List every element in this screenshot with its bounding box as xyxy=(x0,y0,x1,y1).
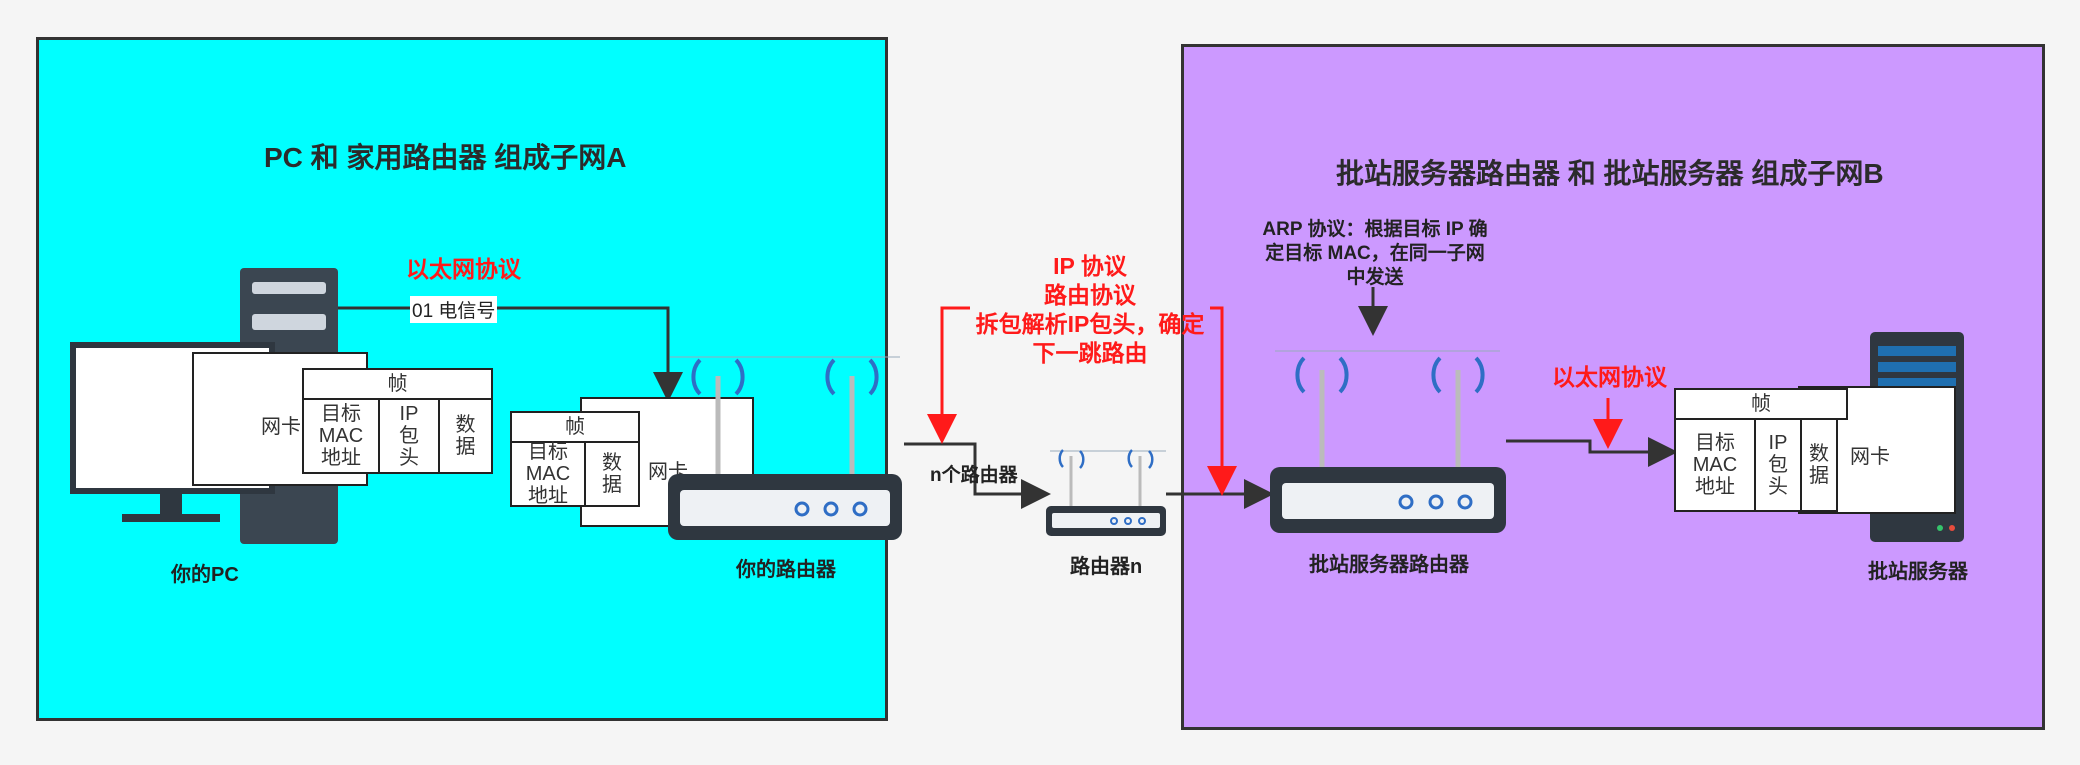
pc-frame-data: 数据 xyxy=(438,398,493,474)
ip-protocol-line-3: 拆包解析IP包头，确定 xyxy=(975,311,1205,337)
router-frame-data: 数据 xyxy=(584,441,640,507)
router-n-label: 路由器n xyxy=(1070,556,1143,578)
link-home-to-routern xyxy=(904,442,1051,509)
link-serverrouter-to-server xyxy=(1506,437,1678,467)
ip-bracket-left xyxy=(927,306,970,444)
server-frame-ip: IP包头 xyxy=(1754,418,1802,512)
subnet-b-title: 批站服务器路由器 和 批站服务器 组成子网B xyxy=(1336,158,1884,189)
subnet-a-title: PC 和 家用路由器 组成子网A xyxy=(264,142,627,173)
arp-line-2: 定目标 MAC，在同一子网 xyxy=(1265,243,1485,264)
pc-nic-label: 网卡 xyxy=(261,416,301,438)
pc-frame-mac: 目标MAC地址 xyxy=(302,398,380,474)
pc-label: 你的PC xyxy=(171,564,239,586)
ethernet-a-label: 以太网协议 xyxy=(406,256,521,282)
ethernet-b-label: 以太网协议 xyxy=(1552,364,1667,390)
arp-annotation: ARP 协议：根据目标 IP 确 定目标 MAC，在同一子网 中发送 xyxy=(1250,218,1500,290)
server-frame-title: 帧 xyxy=(1674,388,1848,420)
ip-protocol-line-4: 下一跳路由 xyxy=(1032,340,1148,366)
ip-protocol-annotation: IP 协议 路由协议 拆包解析IP包头，确定 下一跳路由 xyxy=(970,252,1210,368)
pc-frame-ip: IP包头 xyxy=(378,398,440,474)
ip-protocol-line-2: 路由协议 xyxy=(1044,282,1136,308)
server-router-label: 批站服务器路由器 xyxy=(1309,554,1469,576)
server-frame-data: 数据 xyxy=(1800,418,1838,512)
ip-bracket-right xyxy=(1207,306,1237,496)
home-router-label: 你的路由器 xyxy=(736,559,836,581)
n-routers-label: n个路由器 xyxy=(930,465,1018,486)
server-nic-label: 网卡 xyxy=(1850,446,1890,468)
server-label: 批站服务器 xyxy=(1868,561,1968,583)
server-frame-mac: 目标MAC地址 xyxy=(1674,418,1756,512)
signal-label: 01 电信号 xyxy=(410,296,498,323)
pc-frame-title: 帧 xyxy=(302,368,493,400)
ip-protocol-line-1: IP 协议 xyxy=(1053,253,1127,279)
arp-line-1: ARP 协议：根据目标 IP 确 xyxy=(1262,219,1488,240)
router-frame-mac: 目标MAC地址 xyxy=(510,441,586,507)
arp-line-3: 中发送 xyxy=(1346,267,1404,288)
